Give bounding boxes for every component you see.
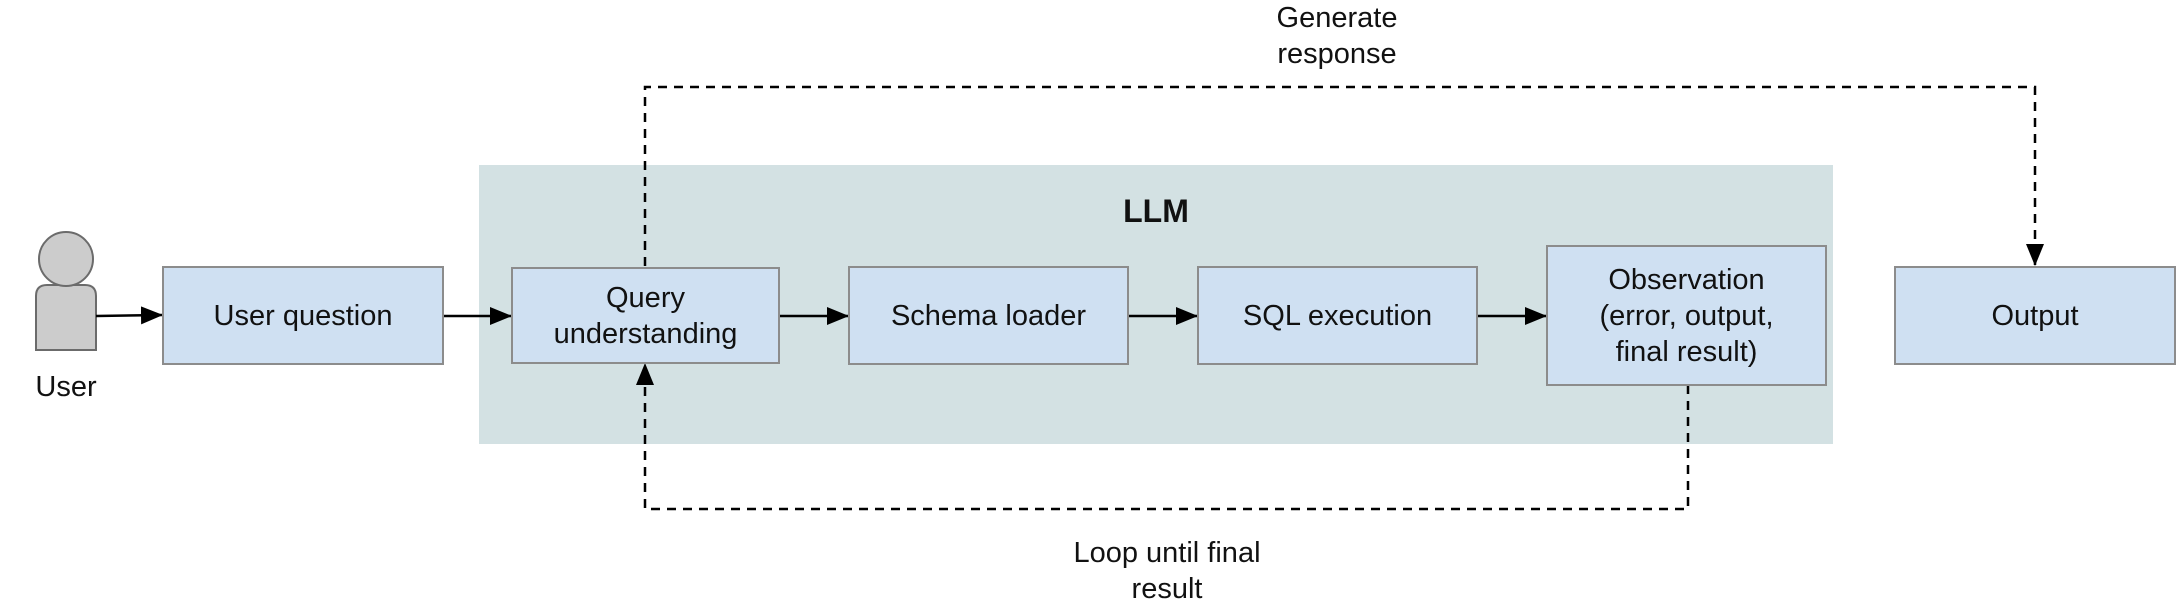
user-icon [35, 231, 97, 351]
edge-generate-response [643, 85, 2044, 266]
user-question-label: User question [213, 299, 393, 332]
edge-loop-until-final [636, 363, 1690, 511]
edge-user-to-question [95, 306, 163, 325]
loop-line-1: Loop until final [1073, 537, 1261, 569]
loop-line-2: result [1131, 573, 1203, 605]
query-understanding-line-2: understanding [553, 317, 738, 350]
sql-execution-label: SQL execution [1242, 299, 1433, 332]
generate-response-line-2: response [1277, 38, 1397, 70]
query-understanding-line-1: Query [606, 281, 685, 314]
user-question-node: User question [162, 266, 444, 365]
output-node: Output [1894, 266, 2176, 365]
user-actor-label: User [35, 371, 97, 403]
schema-loader-node: Schema loader [848, 266, 1129, 365]
observation-line-3: final result) [1615, 335, 1758, 368]
loop-label: Loop until final result [1017, 535, 1317, 607]
generate-response-line-1: Generate [1276, 2, 1398, 34]
observation-node: Observation (error, output, final result… [1546, 245, 1827, 386]
sql-execution-node: SQL execution [1197, 266, 1478, 365]
query-understanding-node: Query understanding [511, 267, 780, 364]
schema-loader-label: Schema loader [890, 299, 1087, 332]
output-label: Output [1991, 299, 2079, 332]
observation-line-2: (error, output, [1599, 299, 1774, 332]
llm-region-title: LLM [1123, 193, 1189, 229]
observation-line-1: Observation [1608, 263, 1765, 296]
generate-response-label: Generate response [1187, 0, 1487, 72]
